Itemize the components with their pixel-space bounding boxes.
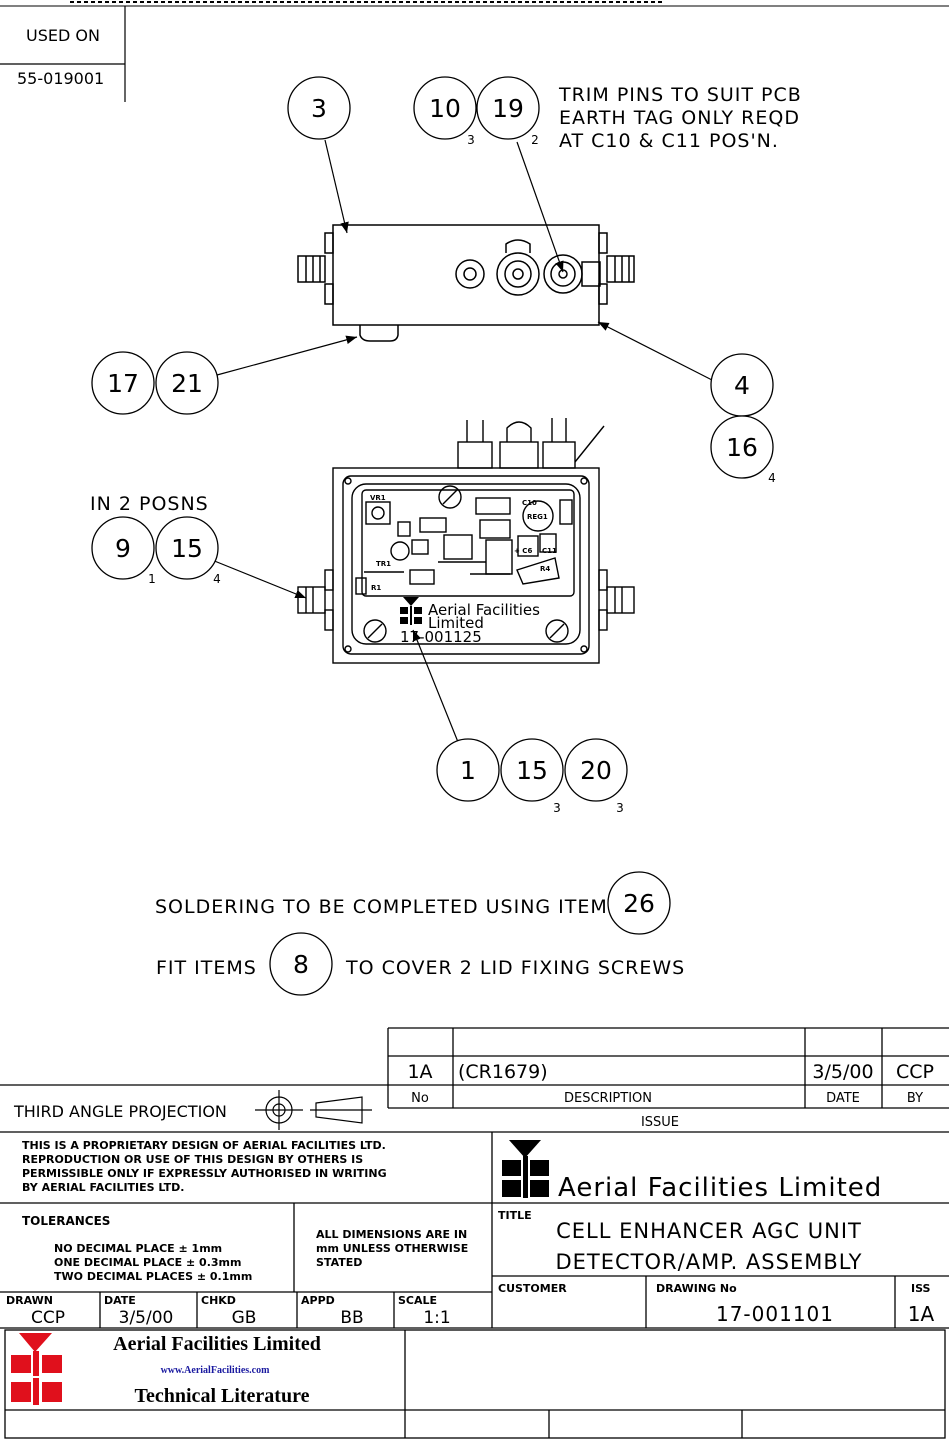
used-on-box: USED ON 55-019001 <box>0 6 126 102</box>
title-line-1: CELL ENHANCER AGC UNIT <box>556 1219 862 1243</box>
header-no: No <box>411 1091 429 1106</box>
scale-label: SCALE <box>398 1294 437 1307</box>
qty-15-b: 3 <box>553 801 561 815</box>
qty-9: 1 <box>148 572 156 586</box>
chkd-label: CHKD <box>201 1294 236 1307</box>
issue-label: ISSUE <box>641 1115 679 1130</box>
proprietary-line-4: BY AERIAL FACILITIES LTD. <box>22 1181 184 1194</box>
issue-date: 3/5/00 <box>812 1061 873 1083</box>
pcb-part-number: 17-001125 <box>400 628 482 646</box>
balloon-15-a: 15 <box>171 534 203 563</box>
date-value: 3/5/00 <box>119 1308 174 1328</box>
pcb-label-c10: C10 <box>522 499 537 507</box>
unit-side-view <box>297 224 635 342</box>
balloon-21: 21 <box>171 369 203 398</box>
dimensions-line-2: mm UNLESS OTHERWISE <box>316 1242 468 1255</box>
qty-20: 3 <box>616 801 624 815</box>
trim-pins-note: TRIM PINS TO SUIT PCB EARTH TAG ONLY REQ… <box>558 84 802 152</box>
footer-url-link[interactable]: www.AerialFacilities.com <box>161 1365 271 1376</box>
balloon-10: 10 <box>429 94 461 123</box>
header-date: DATE <box>826 1091 860 1106</box>
note-trim-line-3: AT C10 & C11 POS'N. <box>559 130 779 152</box>
note-lid-screws: TO COVER 2 LID FIXING SCREWS <box>345 957 685 979</box>
appd-value: BB <box>340 1308 363 1328</box>
pcb-plan-view <box>297 418 635 664</box>
qty-16: 4 <box>768 471 776 485</box>
drawing-no-label: DRAWING No <box>656 1282 737 1295</box>
issue-no: 1A <box>407 1061 432 1083</box>
pcb-brand-line-2: Limited <box>428 614 484 632</box>
note-in-2-posns: IN 2 POSNS <box>90 493 209 515</box>
balloon-1: 1 <box>460 756 476 785</box>
tolerance-line-2: ONE DECIMAL PLACE ± 0.3mm <box>54 1256 241 1269</box>
note-soldering: SOLDERING TO BE COMPLETED USING ITEM <box>155 896 608 918</box>
projection-symbol <box>255 1090 372 1130</box>
title-line-2: DETECTOR/AMP. ASSEMBLY <box>555 1250 862 1274</box>
projection-label: THIRD ANGLE PROJECTION <box>13 1102 227 1121</box>
balloon-26: 26 <box>623 889 655 918</box>
qty-10: 3 <box>467 133 475 147</box>
tolerance-line-3: TWO DECIMAL PLACES ± 0.1mm <box>54 1270 252 1283</box>
used-on-label: USED ON <box>26 26 100 45</box>
qty-19: 2 <box>531 133 539 147</box>
balloon-4: 4 <box>734 371 750 400</box>
proprietary-line-3: PERMISSIBLE ONLY IF EXPRESSLY AUTHORISED… <box>22 1167 387 1180</box>
balloon-16: 16 <box>726 433 758 462</box>
title-label: TITLE <box>498 1209 532 1222</box>
tolerances-label: TOLERANCES <box>22 1214 110 1228</box>
balloon-8: 8 <box>293 950 309 979</box>
note-trim-line-2: EARTH TAG ONLY REQD <box>559 107 800 129</box>
issue-by: CCP <box>896 1061 934 1083</box>
pcb-labels: VR1 C10 REG1 TR1 R1 R4 C11 + C6 <box>370 494 557 592</box>
title-block-lines <box>0 1027 949 1439</box>
pcb-label-c6: + C6 <box>514 547 532 555</box>
balloon-17: 17 <box>107 369 139 398</box>
balloon-20: 20 <box>580 756 612 785</box>
balloon-numbers: 3 10 19 17 21 4 16 9 15 1 15 20 26 8 3 2… <box>107 94 776 979</box>
leader-lines <box>211 139 713 743</box>
pcb-brand-line-1: Aerial Facilities <box>428 601 540 619</box>
footer-red-logo <box>11 1333 62 1405</box>
note-fit-items: FIT ITEMS <box>156 957 257 979</box>
pcb-brand-logo <box>400 597 422 625</box>
qty-15-a: 4 <box>213 572 221 586</box>
issue-description: (CR1679) <box>458 1061 548 1083</box>
note-trim-line-1: TRIM PINS TO SUIT PCB <box>558 84 802 106</box>
date-label: DATE <box>104 1294 136 1307</box>
balloon-19: 19 <box>492 94 524 123</box>
balloon-9: 9 <box>115 534 131 563</box>
item-balloons <box>91 76 774 996</box>
company-logo <box>502 1140 549 1198</box>
header-by: BY <box>907 1091 923 1106</box>
proprietary-line-2: REPRODUCTION OR USE OF THIS DESIGN BY OT… <box>22 1153 363 1166</box>
balloon-3: 3 <box>311 94 327 123</box>
pcb-label-tr1: TR1 <box>376 560 391 568</box>
drawing-number: 17-001101 <box>716 1302 834 1326</box>
pcb-label-r4: R4 <box>540 565 550 573</box>
footer-company: Aerial Facilities Limited <box>113 1333 321 1355</box>
drawn-label: DRAWN <box>6 1294 53 1307</box>
balloon-15-b: 15 <box>516 756 548 785</box>
proprietary-line-1: THIS IS A PROPRIETARY DESIGN OF AERIAL F… <box>22 1139 386 1152</box>
used-on-value: 55-019001 <box>17 69 104 88</box>
customer-label: CUSTOMER <box>498 1282 567 1295</box>
pcb-label-reg1: REG1 <box>527 513 548 521</box>
pcb-label-vr1: VR1 <box>370 494 386 502</box>
appd-label: APPD <box>301 1294 335 1307</box>
dimensions-line-1: ALL DIMENSIONS ARE IN <box>316 1228 467 1241</box>
footer-subtitle: Technical Literature <box>135 1385 310 1407</box>
dimensions-line-3: STATED <box>316 1256 362 1269</box>
drawn-value: CCP <box>31 1308 65 1328</box>
pcb-label-c11: C11 <box>542 547 557 555</box>
header-description: DESCRIPTION <box>564 1091 652 1106</box>
iss-label: ISS <box>911 1282 931 1295</box>
scale-value: 1:1 <box>423 1308 450 1328</box>
company-name: Aerial Facilities Limited <box>558 1173 882 1203</box>
tolerance-line-1: NO DECIMAL PLACE ± 1mm <box>54 1242 222 1255</box>
pcb-label-r1: R1 <box>371 584 381 592</box>
chkd-value: GB <box>232 1308 257 1328</box>
iss-value: 1A <box>908 1302 935 1326</box>
